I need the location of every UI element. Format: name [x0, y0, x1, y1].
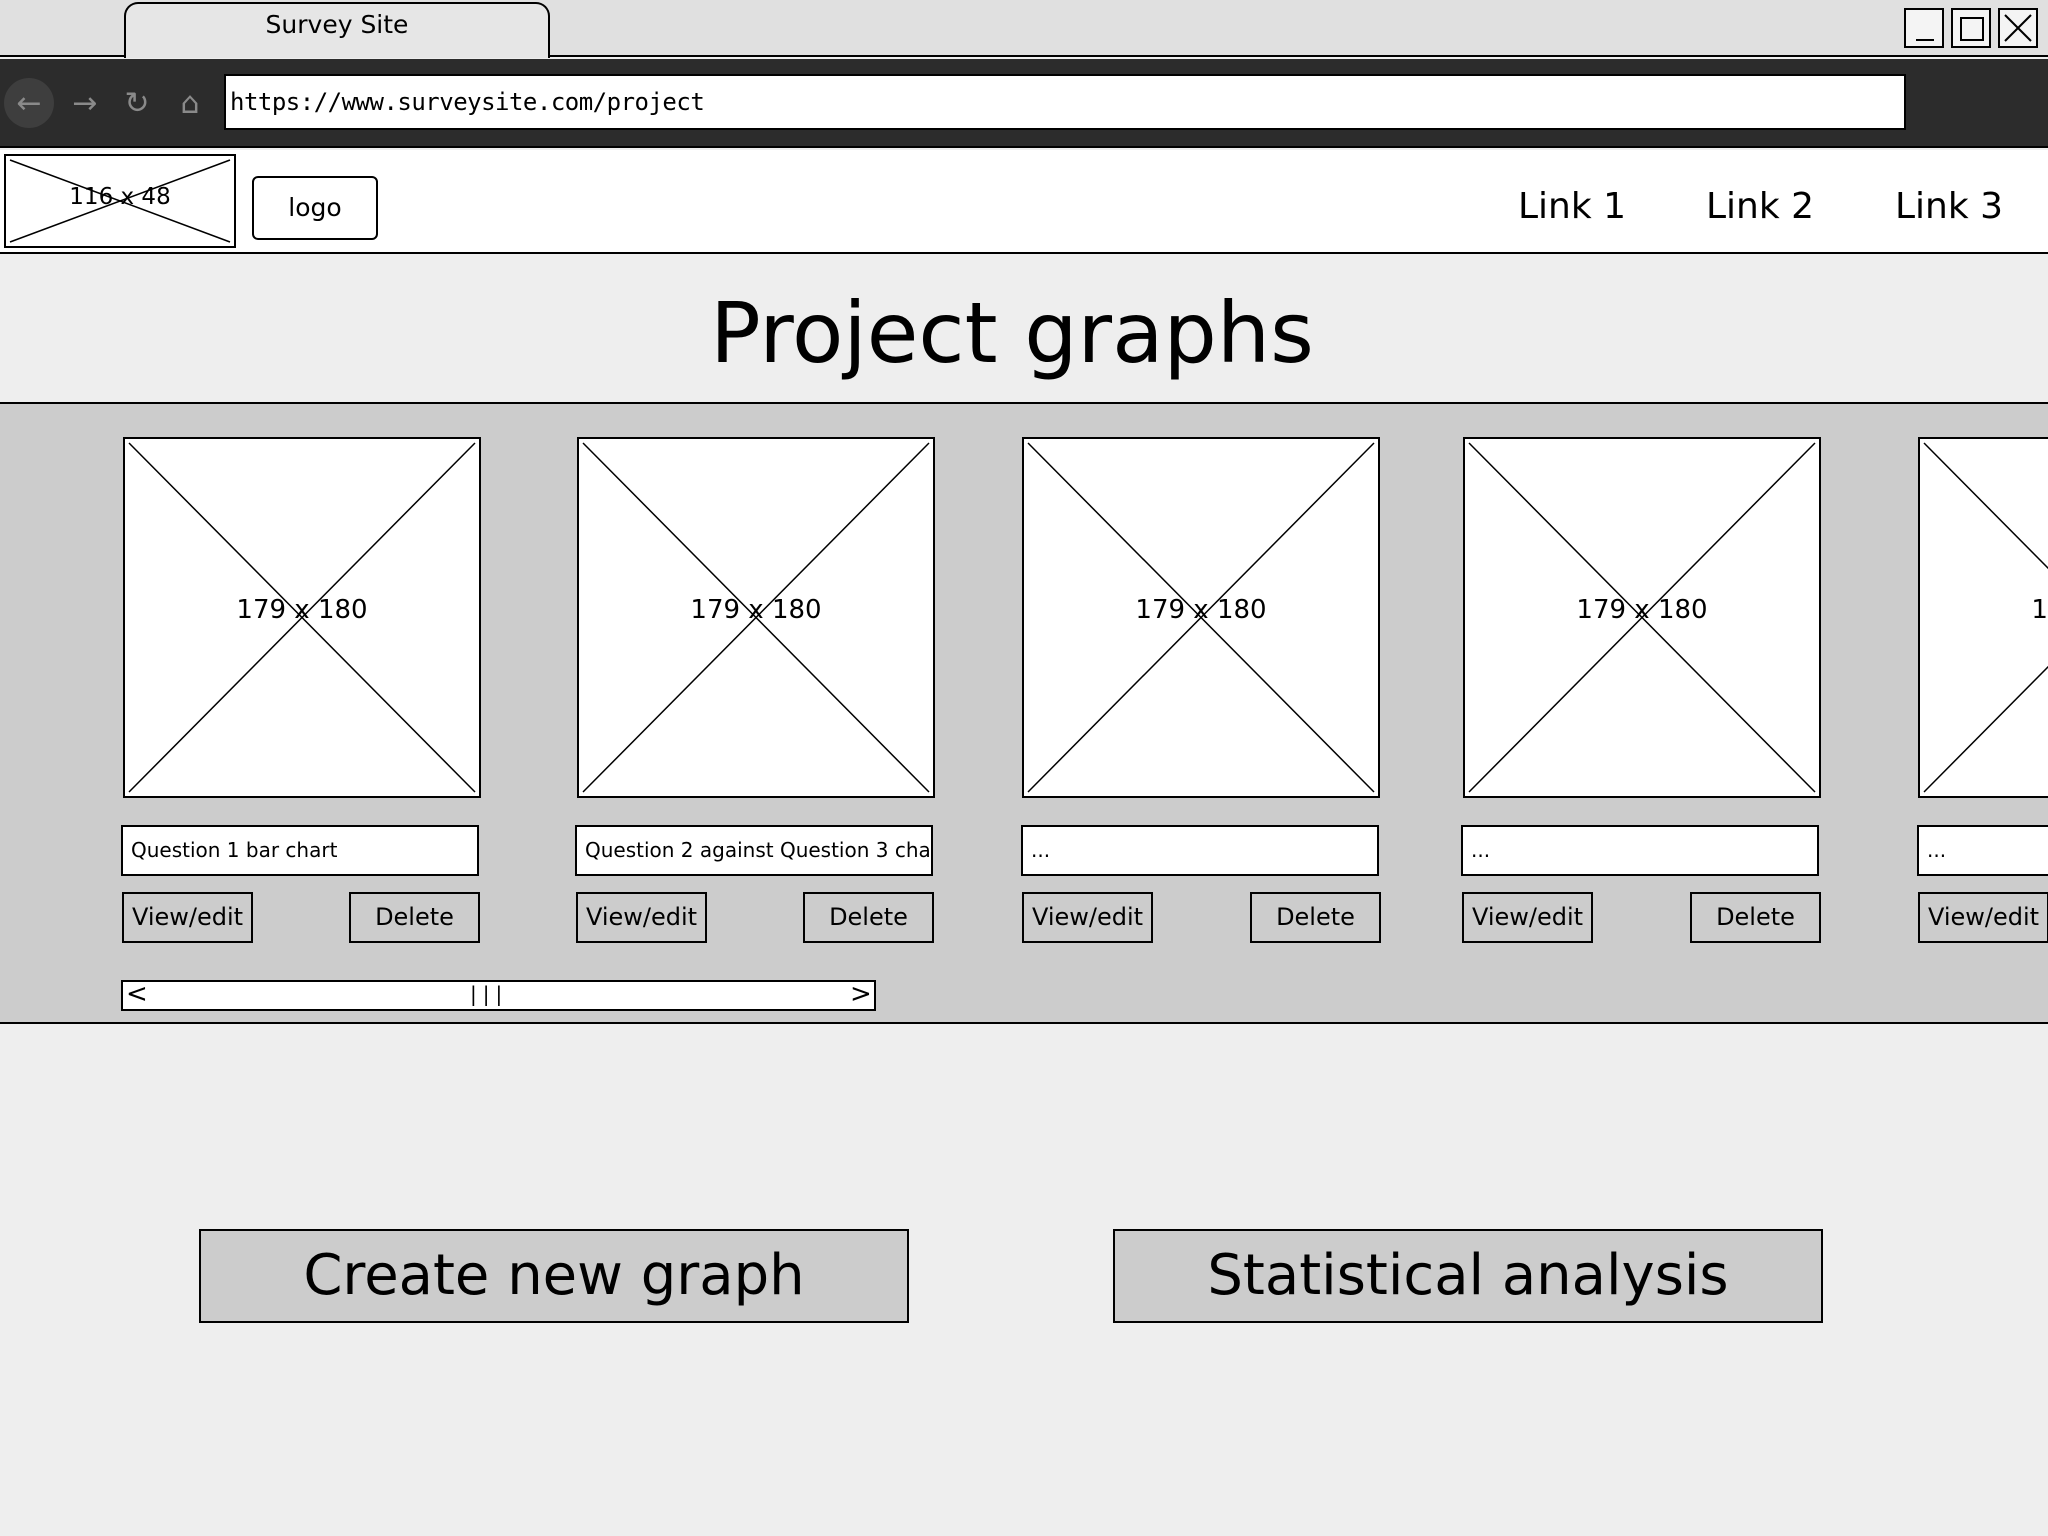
image-size-label: 179 x 180: [1576, 595, 1708, 625]
image-placeholder-icon: [582, 442, 930, 793]
reload-icon: ↻: [124, 85, 150, 121]
graph-caption-field[interactable]: ...: [1021, 825, 1379, 876]
logo-callout: logo: [252, 176, 378, 240]
nav-link-2[interactable]: Link 2: [1706, 186, 1815, 227]
view-edit-button[interactable]: View/edit: [576, 892, 707, 943]
reload-button[interactable]: ↻: [112, 78, 162, 128]
view-edit-button[interactable]: View/edit: [122, 892, 253, 943]
logo-placeholder-label: 116 x 48: [69, 184, 171, 210]
home-button[interactable]: ⌂: [165, 78, 215, 128]
close-button[interactable]: [1998, 8, 2038, 48]
graph-thumbnail[interactable]: 179 x 180: [1918, 437, 2048, 798]
image-size-label: 179 x 180: [236, 595, 368, 625]
logo-image-placeholder: [4, 154, 236, 248]
graph-caption-field[interactable]: ...: [1917, 825, 2048, 876]
scroll-left-arrow-icon[interactable]: <: [126, 979, 148, 1009]
home-icon: ⌂: [180, 85, 200, 121]
statistical-analysis-button[interactable]: Statistical analysis: [1113, 1229, 1823, 1323]
delete-button[interactable]: Delete: [349, 892, 480, 943]
image-placeholder-icon: [1027, 442, 1375, 793]
graph-thumbnail[interactable]: 179 x 180: [123, 437, 481, 798]
scrollbar-thumb[interactable]: |||: [470, 982, 509, 1006]
delete-button[interactable]: Delete: [803, 892, 934, 943]
forward-arrow-icon: →: [72, 85, 98, 121]
image-size-label: 179 x 180: [2031, 595, 2048, 625]
image-size-label: 179 x 180: [690, 595, 822, 625]
graph-thumbnail[interactable]: 179 x 180: [577, 437, 935, 798]
image-placeholder-icon: [1468, 442, 1816, 793]
minimize-button[interactable]: [1904, 8, 1944, 48]
placeholder-cross-icon: [9, 159, 231, 243]
forward-button[interactable]: →: [60, 78, 110, 128]
minimize-icon: [1916, 39, 1934, 41]
nav-link-3[interactable]: Link 3: [1895, 186, 2004, 227]
view-edit-button[interactable]: View/edit: [1462, 892, 1593, 943]
scroll-right-arrow-icon[interactable]: >: [850, 979, 872, 1009]
hero-banner: [0, 254, 2048, 404]
view-edit-button[interactable]: View/edit: [1918, 892, 2048, 943]
nav-link-1[interactable]: Link 1: [1518, 186, 1627, 227]
graph-caption-field[interactable]: Question 2 against Question 3 chart: [575, 825, 933, 876]
graph-thumbnail[interactable]: 179 x 180: [1022, 437, 1380, 798]
delete-button[interactable]: Delete: [1690, 892, 1821, 943]
image-placeholder-icon: [128, 442, 476, 793]
delete-button[interactable]: Delete: [1250, 892, 1381, 943]
maximize-button[interactable]: [1951, 8, 1991, 48]
address-bar[interactable]: https://www.surveysite.com/project: [224, 74, 1906, 130]
graph-caption-field[interactable]: ...: [1461, 825, 1819, 876]
image-placeholder-icon: [1923, 442, 2048, 793]
back-button[interactable]: ←: [4, 78, 54, 128]
gallery-scrollbar[interactable]: [121, 980, 876, 1011]
back-arrow-icon: ←: [16, 85, 42, 121]
page-title: Project graphs: [710, 284, 1314, 382]
browser-tab[interactable]: [124, 2, 550, 58]
view-edit-button[interactable]: View/edit: [1022, 892, 1153, 943]
close-icon: [2004, 14, 2032, 42]
tab-title: Survey Site: [265, 10, 409, 39]
graph-thumbnail[interactable]: 179 x 180: [1463, 437, 1821, 798]
image-size-label: 179 x 180: [1135, 595, 1267, 625]
graph-gallery: 179 x 180 Question 1 bar chart View/edit…: [0, 404, 2048, 1024]
create-new-graph-button[interactable]: Create new graph: [199, 1229, 909, 1323]
graph-caption-field[interactable]: Question 1 bar chart: [121, 825, 479, 876]
maximize-icon: [1960, 17, 1984, 41]
